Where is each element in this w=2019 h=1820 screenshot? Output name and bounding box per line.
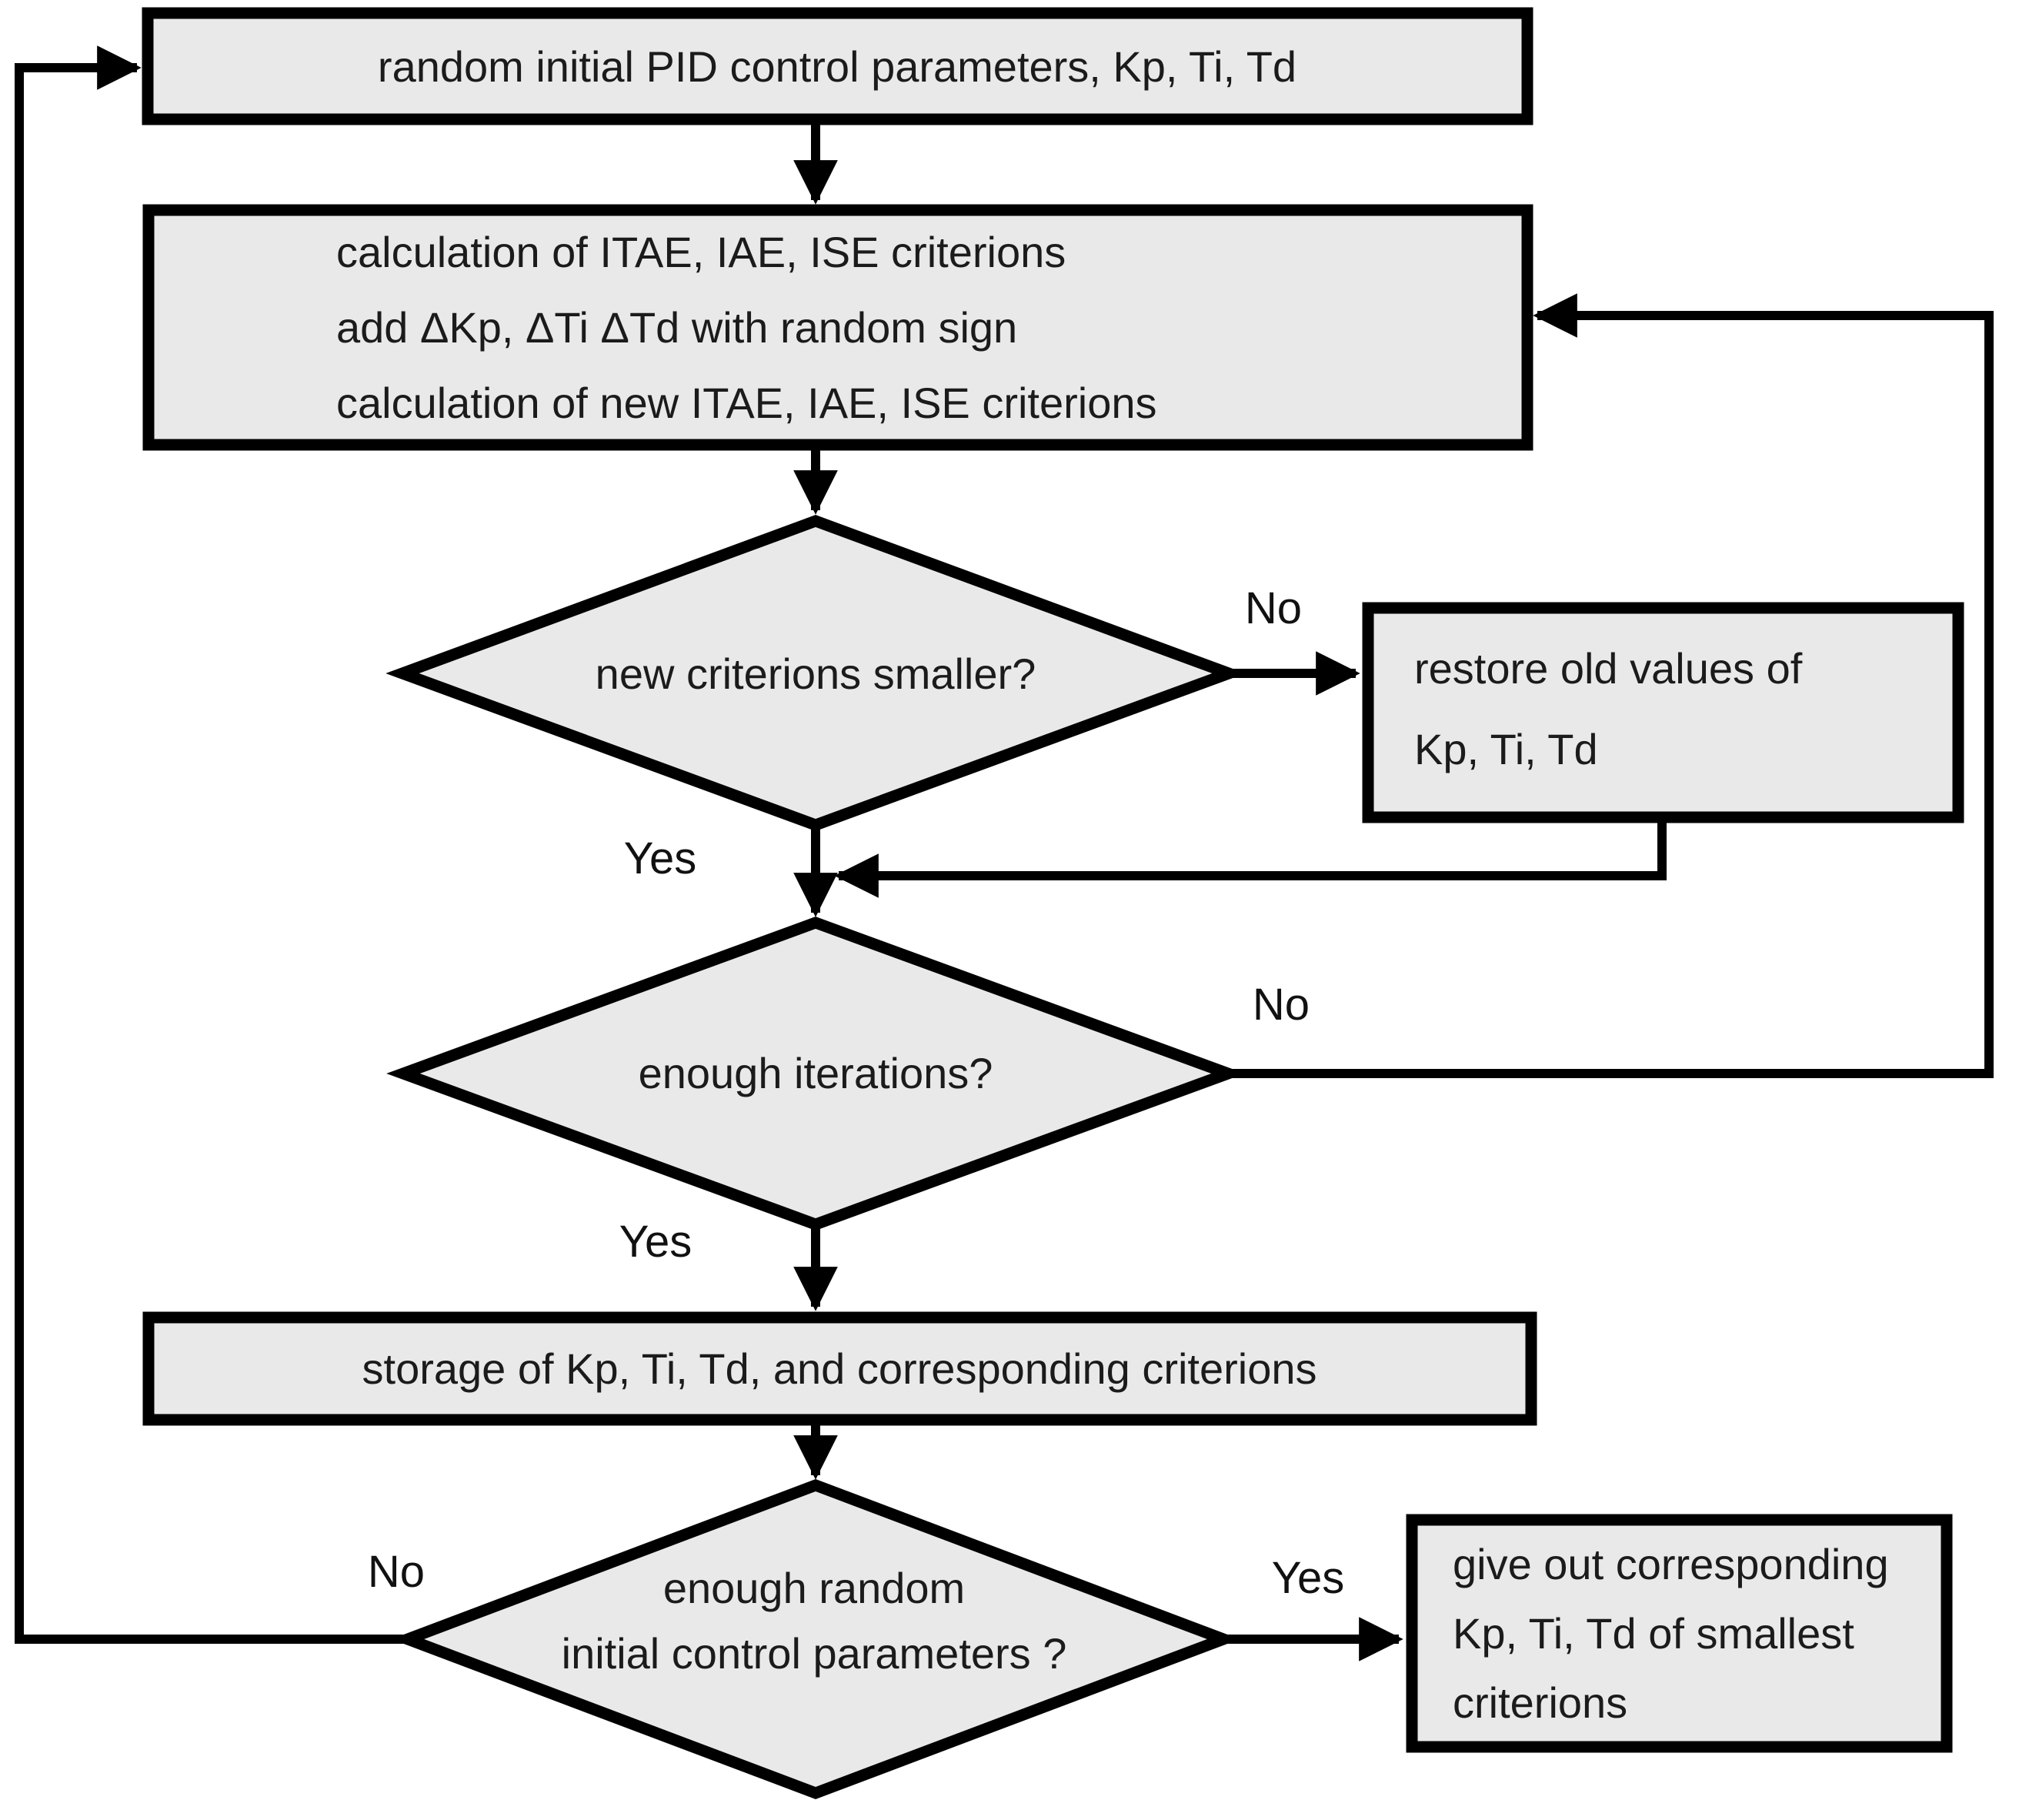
label-iterations-no: No: [1253, 980, 1310, 1030]
restore-box-text-line1: restore old values of: [1414, 644, 1803, 693]
calc-box-text-line3: calculation of new ITAE, IAE, ISE criter…: [336, 379, 1157, 427]
node-output: give out corresponding Kp, Ti, Td of sma…: [1406, 1514, 1953, 1753]
node-calc: calculation of ITAE, IAE, ISE criterions…: [142, 204, 1533, 451]
decision-smaller-diamond: [385, 515, 1246, 831]
start-box: [142, 7, 1533, 125]
start-box-text: random initial PID control parameters, K…: [378, 42, 1296, 91]
decision-smaller-text: new criterions smaller?: [596, 650, 1036, 698]
output-box-text-line3: criterions: [1453, 1678, 1627, 1727]
storage-box-text: storage of Kp, Ti, Td, and corresponding…: [362, 1344, 1317, 1393]
edge-iterations-no-loop: [1230, 293, 1994, 1078]
node-storage: storage of Kp, Ti, Td, and corresponding…: [142, 1311, 1537, 1426]
label-smaller-yes: Yes: [624, 833, 697, 883]
restore-box-text-line2: Kp, Ti, Td: [1414, 725, 1598, 773]
decision-iterations-diamond: [386, 917, 1245, 1231]
storage-box: [142, 1311, 1537, 1426]
calc-box-text-line1: calculation of ITAE, IAE, ISE criterions: [336, 228, 1066, 276]
decision-iterations-text: enough iterations?: [639, 1049, 993, 1097]
node-start: random initial PID control parameters, K…: [142, 7, 1533, 125]
output-box-text-line2: Kp, Ti, Td of smallest: [1453, 1609, 1854, 1658]
decision-random-text-line1: enough random: [663, 1564, 965, 1612]
restore-box: [1362, 602, 1964, 823]
output-box-text-line1: give out corresponding: [1453, 1540, 1889, 1588]
decision-random-text-line2: initial control parameters ?: [562, 1629, 1067, 1678]
node-restore: restore old values of Kp, Ti, Td: [1362, 602, 1964, 823]
edge-random-no-loop: [15, 45, 405, 1644]
node-decision-random: enough random initial control parameters…: [391, 1478, 1240, 1800]
label-iterations-yes: Yes: [619, 1217, 692, 1267]
node-decision-smaller: new criterions smaller?: [385, 515, 1246, 831]
decision-random-diamond: [391, 1478, 1240, 1800]
label-random-yes: Yes: [1272, 1553, 1345, 1603]
label-smaller-no: No: [1245, 583, 1302, 633]
label-random-no: No: [368, 1547, 425, 1597]
calc-box-text-line2: add ΔKp, ΔTi ΔTd with random sign: [336, 303, 1017, 352]
edge-restore-return: [834, 819, 1667, 898]
calc-box: [142, 204, 1533, 451]
output-box: [1406, 1514, 1953, 1753]
node-decision-iterations: enough iterations?: [386, 917, 1245, 1231]
